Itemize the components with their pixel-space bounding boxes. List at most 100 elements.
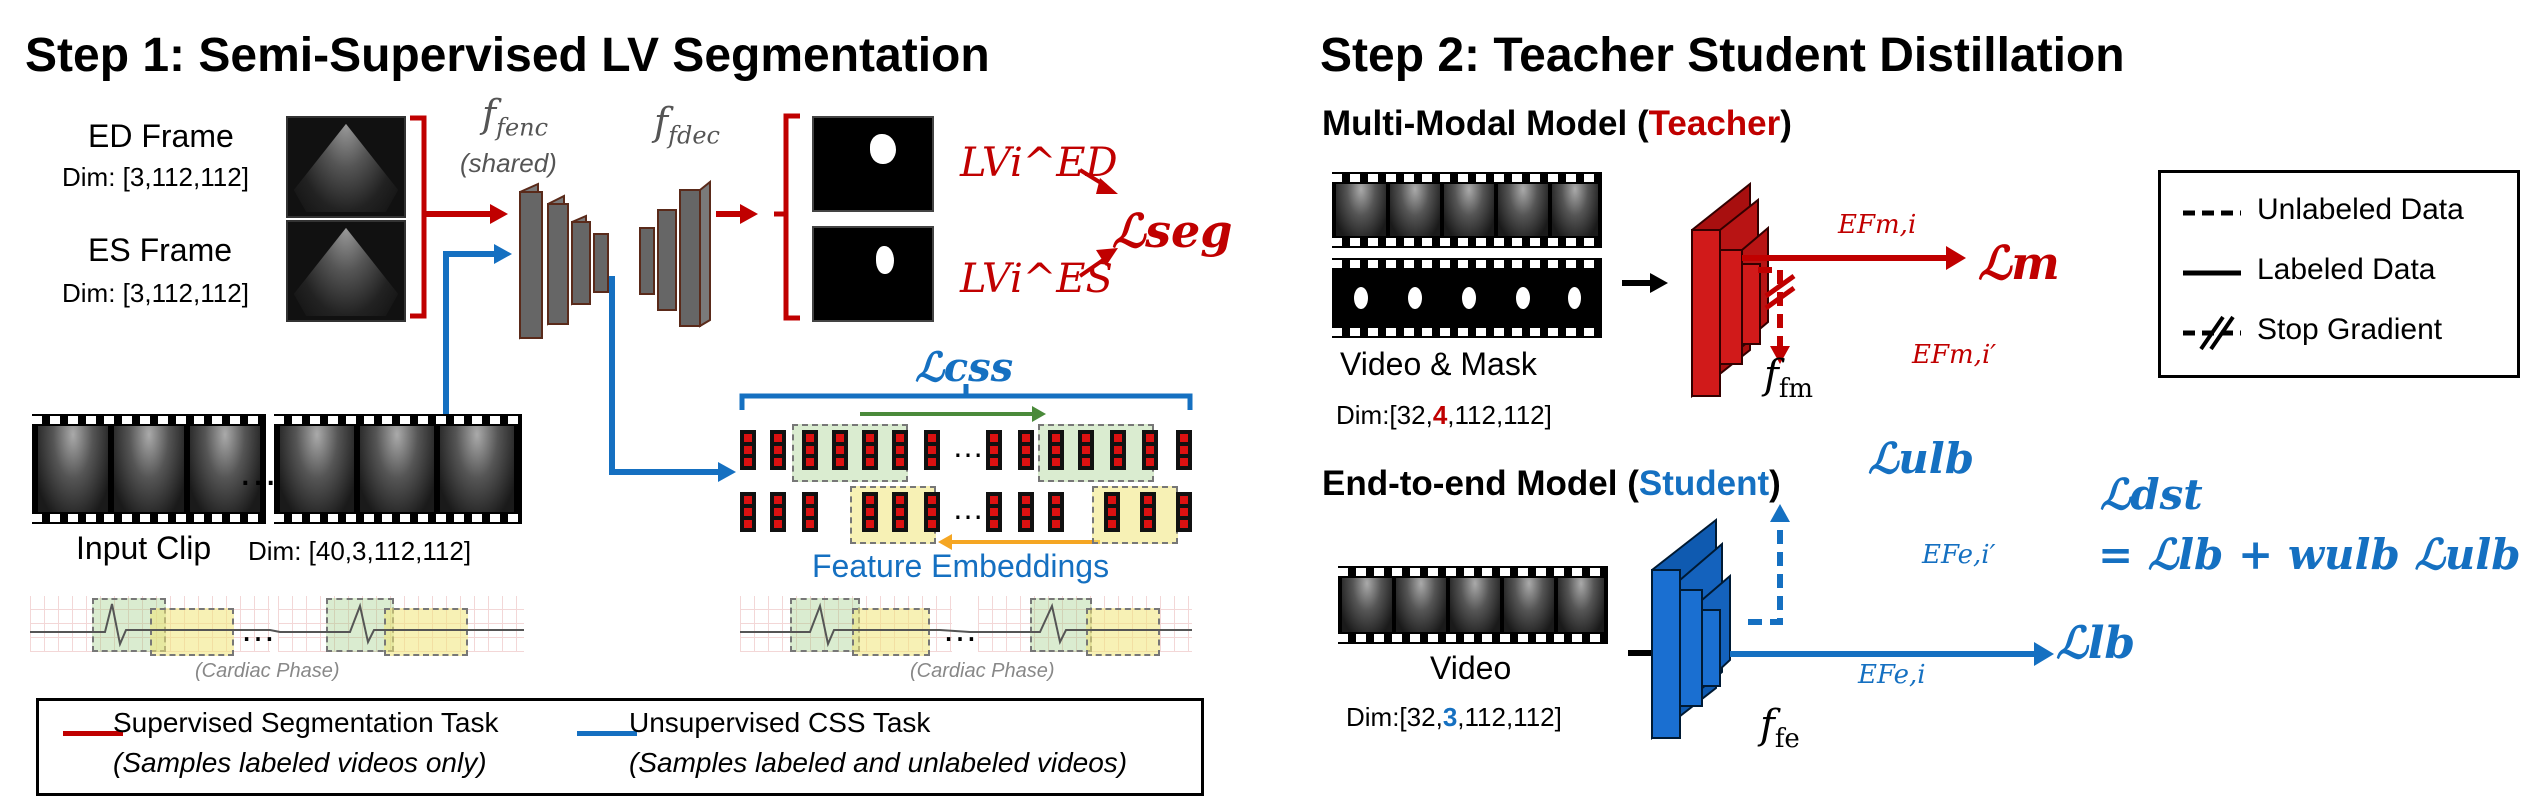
decoder-blocks — [639, 179, 711, 328]
es-mask-output — [812, 226, 934, 322]
f-e-sub: fe — [1774, 724, 1800, 754]
video-mask-label: Video & Mask — [1340, 346, 1537, 382]
teacher-mask-strip — [1332, 258, 1602, 338]
student-output-arrow — [2034, 642, 2054, 666]
legend-unlabeled: Unlabeled Data — [2257, 193, 2464, 226]
red-arrow-to-masks — [740, 204, 758, 224]
ef-e-prime-label: EFe,i′ — [1922, 540, 1996, 570]
legend-unsup-note: (Samples labeled and unlabeled videos) — [629, 747, 1128, 778]
blue-arrow-clip-to-encoder — [443, 251, 496, 414]
input-clip-label: Input Clip — [76, 530, 212, 566]
teacher-dim: Dim:[32,4,112,112] — [1336, 400, 1552, 431]
css-brace — [739, 384, 1193, 410]
step2-title: Step 2: Teacher Student Distillation — [1320, 29, 2125, 82]
cardiac-phase-right: (Cardiac Phase) — [910, 660, 1055, 682]
embed-ellipsis-bottom: … — [952, 490, 984, 526]
phase-yellow-right — [852, 608, 930, 656]
ecg-trace-left — [30, 602, 524, 648]
es-frame-label: ES Frame — [88, 232, 233, 268]
student-dim-prefix: Dim:[32, — [1346, 702, 1443, 732]
embedding-row-bottom: … — [740, 486, 1196, 544]
teacher-heading-prefix: Multi-Modal Model ( — [1322, 104, 1649, 143]
ed-mask-output — [812, 116, 934, 212]
blue-arrow-to-embeddings — [609, 276, 720, 475]
student-to-ulb-arrow — [1770, 504, 1790, 522]
step1-legend: Supervised Segmentation Task (Samples la… — [36, 698, 1204, 796]
student-video-strip — [1338, 566, 1608, 644]
legend-stop-gradient: Stop Gradient — [2257, 313, 2443, 346]
step2-legend: Unlabeled Data Labeled Data Stop Gradien… — [2158, 170, 2520, 378]
ecg-ellipsis-left: … — [240, 608, 276, 649]
phase-yellow-left-2 — [384, 608, 468, 656]
phase-yellow-left — [150, 608, 234, 656]
ed-frame-label: ED Frame — [88, 118, 234, 154]
lv-ed-label: LVi^ED — [960, 140, 1118, 186]
masks-bracket — [774, 113, 800, 321]
teacher-model-blocks — [1691, 181, 1769, 399]
teacher-word: Teacher — [1648, 104, 1781, 143]
embedding-row-top: … — [740, 424, 1196, 482]
teacher-output-arrow — [1946, 246, 1966, 270]
legend-sup-note: (Samples labeled videos only) — [113, 747, 487, 778]
ef-m-label: EFm,i — [1838, 210, 1917, 240]
student-heading-prefix: End-to-end Model ( — [1322, 464, 1639, 503]
ef-m-prime-label: EFm,i′ — [1912, 340, 1997, 370]
teacher-heading-suffix: ) — [1780, 104, 1792, 143]
arrow-into-teacher — [1650, 273, 1668, 293]
encoder-blocks — [519, 182, 609, 340]
ef-e-label: EFe,i — [1858, 660, 1926, 690]
feature-embeddings-label: Feature Embeddings — [812, 548, 1110, 584]
input-clip-strip-2 — [274, 414, 522, 524]
legend-line-samples — [2183, 210, 2241, 351]
clip-ellipsis: … — [238, 450, 278, 494]
f-e-label: ffe — [1760, 702, 1800, 754]
teacher-heading: Multi-Modal Model (Teacher) — [1322, 104, 1792, 144]
teacher-video-strip — [1332, 172, 1602, 248]
loss-m: ℒm — [1978, 236, 2060, 290]
teacher-dim-prefix: Dim:[32, — [1336, 400, 1433, 430]
legend-red-line — [63, 731, 123, 736]
loss-css: ℒcss — [915, 344, 1014, 391]
es-dim-label: Dim: [3,112,112] — [62, 278, 249, 308]
video-label: Video — [1430, 650, 1512, 686]
f-enc-sub: fenc — [496, 113, 549, 142]
legend-unsup-title: Unsupervised CSS Task — [629, 707, 931, 738]
loss-dst-equation: = ℒlb + wulb ℒulb — [2098, 530, 2521, 579]
f-m-sub: fm — [1778, 374, 1814, 404]
f-dec-label: ffdec — [654, 100, 720, 150]
step1-title: Step 1: Semi-Supervised LV Segmentation — [25, 29, 990, 82]
ecg-trace-right — [740, 602, 1192, 648]
teacher-dim-channel: 4 — [1432, 400, 1448, 430]
loss-seg: ℒseg — [1112, 204, 1233, 258]
phase-yellow-right-2 — [1086, 608, 1160, 656]
teacher-to-ulb-arrow — [1770, 346, 1790, 364]
student-model-blocks — [1651, 517, 1731, 741]
loss-lb: ℒlb — [2056, 618, 2136, 669]
f-dec-sub: fdec — [668, 121, 720, 150]
student-heading-suffix: ) — [1769, 464, 1781, 503]
es-frame-image — [286, 220, 406, 322]
f-m-label: ffm — [1764, 352, 1814, 404]
step2-diagram-svg — [1622, 181, 2054, 741]
student-dim: Dim:[32,3,112,112] — [1346, 702, 1562, 733]
phase-green-right-2 — [1030, 598, 1092, 652]
student-dim-channel: 3 — [1442, 702, 1458, 732]
ed-frame-image — [286, 116, 406, 218]
input-clip-dim: Dim: [40,3,112,112] — [248, 536, 472, 566]
loss-dst: ℒdst — [2100, 470, 2203, 519]
legend-sup-title: Supervised Segmentation Task — [113, 707, 499, 738]
f-enc-note: (shared) — [460, 148, 557, 178]
student-word: Student — [1638, 464, 1770, 503]
student-dim-suffix: ,112,112] — [1457, 702, 1562, 732]
loss-ulb: ℒulb — [1868, 434, 1975, 483]
frames-bracket — [410, 115, 427, 319]
input-clip-strip-1 — [32, 414, 266, 524]
cardiac-phase-left: (Cardiac Phase) — [195, 660, 340, 682]
ed-dim-label: Dim: [3,112,112] — [62, 162, 249, 192]
legend-labeled: Labeled Data — [2257, 253, 2436, 286]
f-enc-label: ffenc — [482, 92, 549, 142]
teacher-dim-suffix: ,112,112] — [1447, 400, 1552, 430]
legend-blue-line — [577, 731, 637, 736]
step1-diagram-svg — [410, 113, 1193, 550]
stop-gradient-mark — [1764, 273, 1796, 299]
